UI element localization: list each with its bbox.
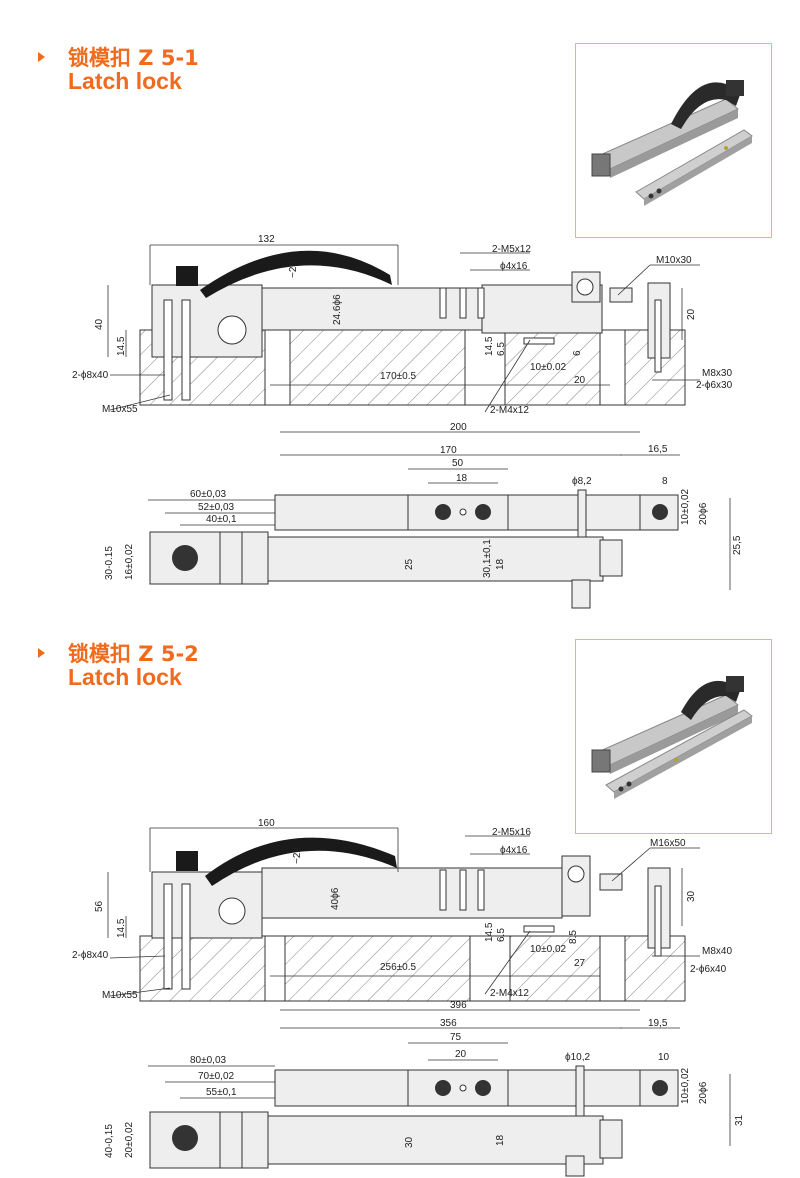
dim-right20: 20 (574, 375, 586, 386)
plan-d170: 356 (440, 1018, 457, 1029)
dim-pin-right: 2-ϕ6x40 (690, 964, 727, 975)
bullet-icon (38, 648, 45, 658)
dim-span: 256±0.5 (380, 962, 417, 973)
dim-six: 8.5 (568, 930, 579, 944)
dim-shaft: 24.6ϕ6 (332, 294, 343, 325)
dim-m8: M8x40 (702, 946, 732, 957)
product-photo (575, 639, 772, 834)
plan-r255: 25,5 (732, 535, 743, 555)
title-en: Latch lock (68, 68, 182, 94)
section-z5-1: 锁模扣 Z 5-1 Latch lock (38, 43, 772, 609)
dim-pivot: M10x30 (656, 255, 692, 266)
dim-height: 56 (94, 900, 105, 912)
dim-arc-gap: ~22 (292, 847, 303, 864)
title-zh: 锁模扣 Z 5-2 (68, 642, 199, 666)
plan-d50: 75 (450, 1032, 462, 1043)
plan-m25: 30 (404, 1136, 415, 1148)
title-en: Latch lock (68, 664, 182, 690)
plan-d200: 200 (450, 422, 467, 433)
plan-d82: ϕ10,2 (565, 1052, 591, 1063)
plan-d60: 60±0,03 (190, 489, 227, 500)
dim-m4: 2-M4x12 (490, 988, 529, 999)
dim-pin-left: 2-ϕ8x40 (72, 950, 109, 961)
plan-d52: 70±0,02 (198, 1071, 235, 1082)
plan-l30: 40-0,15 (104, 1124, 115, 1158)
dim-m4: 2-M4x12 (490, 405, 529, 416)
product-photo (575, 43, 772, 238)
plan-r255: 31 (734, 1114, 745, 1126)
dim-pin-right: 2-ϕ6x30 (696, 380, 733, 391)
title-zh: 锁模扣 Z 5-1 (68, 46, 199, 70)
dim-pin-left: 2-ϕ8x40 (72, 370, 109, 381)
dim-right20: 27 (574, 958, 586, 969)
section-z5-2: 锁模扣 Z 5-2 Latch lock (0, 596, 800, 1178)
dim-m10: M10x55 (102, 990, 138, 1001)
dim-h145: 14.5 (116, 336, 127, 356)
plan-m25: 25 (404, 558, 415, 570)
plan-r20: 20ϕ6 (698, 502, 709, 525)
plan-d200: 396 (450, 1000, 467, 1011)
plan-d52: 52±0,03 (198, 502, 235, 513)
plan-d18: 18 (456, 473, 468, 484)
dim-screws: 2-M5x12 (492, 244, 531, 255)
dim-right-h: 30 (686, 890, 697, 902)
dim-top-overall: 132 (258, 234, 275, 245)
dim-h65: 6.5 (496, 342, 507, 356)
plan-d82: ϕ8,2 (572, 476, 592, 487)
plan-l30: 30-0.15 (104, 546, 115, 580)
dim-arc-gap: ~20 (288, 261, 299, 278)
dim-height: 40 (94, 318, 105, 330)
plan-d40: 55±0,1 (206, 1087, 237, 1098)
dim-h145: 14.5 (116, 918, 127, 938)
plan-d170: 170 (440, 445, 457, 456)
plan-d8: 10 (658, 1052, 670, 1063)
plan-d18: 20 (455, 1049, 467, 1060)
plan-r10: 10±0,02 (680, 1067, 691, 1104)
dim-right-h: 20 (686, 308, 697, 320)
bullet-icon (38, 52, 45, 62)
dim-m8: M8x30 (702, 368, 732, 379)
dim-m10: M10x55 (102, 404, 138, 415)
dim-tol10: 10±0.02 (530, 944, 567, 955)
plan-r10: 10±0,02 (680, 488, 691, 525)
plan-l16: 20±0,02 (124, 1121, 135, 1158)
plan-r20: 20ϕ6 (698, 1081, 709, 1104)
plan-d165: 19,5 (648, 1018, 668, 1029)
plan-d40: 40±0,1 (206, 514, 237, 525)
dim-pivot: M16x50 (650, 838, 686, 849)
dim-screws: 2-M5x16 (492, 827, 531, 838)
dim-shaft: 40ϕ6 (330, 887, 341, 910)
dim-dowels: ϕ4x16 (500, 845, 528, 856)
side-view-drawing: 132 2-M5x12 ϕ4x16 M10x30 ~20 40 24.6ϕ6 2… (72, 234, 743, 609)
plan-d165: 16,5 (648, 444, 668, 455)
plan-d50: 50 (452, 458, 464, 469)
plan-d60: 80±0,03 (190, 1055, 227, 1066)
dim-six: 6 (572, 350, 583, 356)
plan-d8: 8 (662, 476, 668, 487)
plan-l16: 16±0,02 (124, 543, 135, 580)
dim-tol10: 10±0.02 (530, 362, 567, 373)
side-view-drawing: 160 2-M5x16 ϕ4x16 M16x50 ~22 56 40ϕ6 30 … (72, 818, 745, 1177)
dim-h65: 6.5 (496, 928, 507, 942)
dim-span: 170±0.5 (380, 371, 417, 382)
dim-top-overall: 160 (258, 818, 275, 829)
plan-m301: 30,1±0,1 (482, 539, 493, 578)
dim-dowels: ϕ4x16 (500, 261, 528, 272)
plan-m18: 18 (495, 558, 506, 570)
plan-m18: 18 (495, 1134, 506, 1146)
dim-h145b: 14.5 (484, 336, 495, 356)
dim-h145b: 14.5 (484, 922, 495, 942)
